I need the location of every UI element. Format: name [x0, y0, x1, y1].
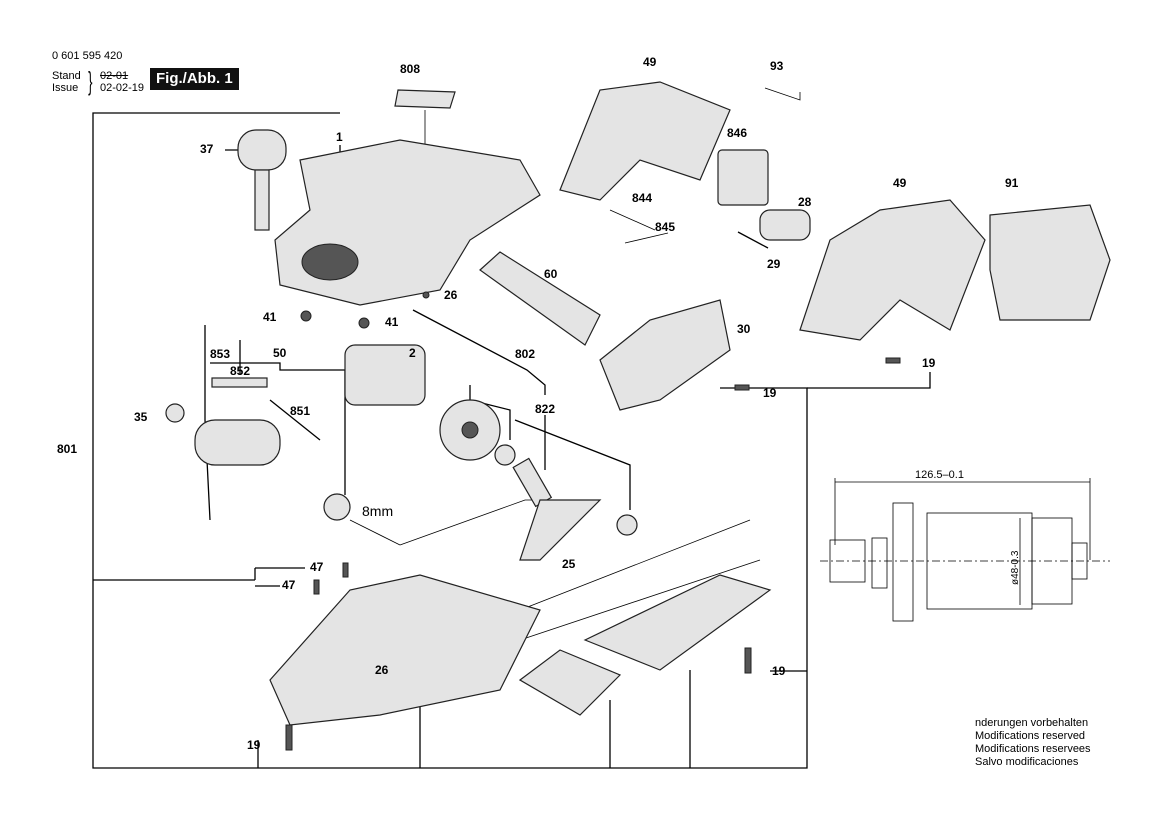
- callout-845: 845: [655, 220, 675, 234]
- callout-853: 853: [210, 347, 230, 361]
- callout-29: 29: [767, 257, 781, 271]
- old-date: 02-01: [100, 70, 129, 82]
- callout-8mm: 8mm: [362, 503, 393, 519]
- callout-19: 19: [922, 356, 936, 370]
- callout-2: 2: [409, 346, 416, 360]
- callout-802: 802: [515, 347, 535, 361]
- callout-851: 851: [290, 404, 310, 418]
- callout-26: 26: [444, 288, 458, 302]
- issue-date: 02-02-19: [100, 82, 145, 94]
- callout-41: 41: [263, 310, 277, 324]
- callout-19: 19: [763, 386, 777, 400]
- callout-26: 26: [375, 663, 389, 677]
- callout-25: 25: [562, 557, 576, 571]
- callout-49: 49: [643, 55, 657, 69]
- callout-852: 852: [230, 364, 250, 378]
- callout-41: 41: [385, 315, 399, 329]
- figure-label: Fig./Abb. 1: [150, 68, 239, 90]
- callout-47: 47: [310, 560, 324, 574]
- callout-28: 28: [798, 195, 812, 209]
- callout-37: 37: [200, 142, 214, 156]
- stand-label: Stand: [52, 70, 81, 82]
- callout-35: 35: [134, 410, 148, 424]
- note-line: nderungen vorbehalten: [975, 717, 1089, 729]
- note-line: Salvo modificaciones: [975, 756, 1079, 768]
- brace: }: [88, 66, 93, 96]
- length-dimension: 126.5–0.1: [915, 469, 964, 481]
- callout-50: 50: [273, 346, 287, 360]
- callout-822: 822: [535, 402, 555, 416]
- callout-801: 801: [57, 442, 77, 456]
- note-line: Modifications reservees: [975, 743, 1091, 755]
- callout-labels: 808 49 93 846 37 1 844 845 28 49 91 29 60 26 41 41 30 853…: [57, 55, 1019, 752]
- callout-93: 93: [770, 59, 784, 73]
- callout-60: 60: [544, 267, 558, 281]
- motor-detail-drawing: 126.5–0.1 ø48-0.3: [820, 469, 1110, 622]
- callout-30: 30: [737, 322, 751, 336]
- callout-49: 49: [893, 176, 907, 190]
- part-number: 0 601 595 420: [52, 50, 123, 62]
- parts: [165, 81, 1111, 751]
- callout-47: 47: [282, 578, 296, 592]
- callout-19: 19: [772, 664, 786, 678]
- callout-19: 19: [247, 738, 261, 752]
- callout-844: 844: [632, 191, 652, 205]
- callout-1: 1: [336, 130, 343, 144]
- issue-label: Issue: [52, 82, 79, 94]
- note-line: Modifications reserved: [975, 730, 1086, 742]
- callout-808: 808: [400, 62, 420, 76]
- callout-846: 846: [727, 126, 747, 140]
- callout-91: 91: [1005, 176, 1019, 190]
- notes: nderungen vorbehalten Modifications rese…: [975, 717, 1091, 769]
- diameter-dimension: ø48-0.3: [1010, 550, 1021, 585]
